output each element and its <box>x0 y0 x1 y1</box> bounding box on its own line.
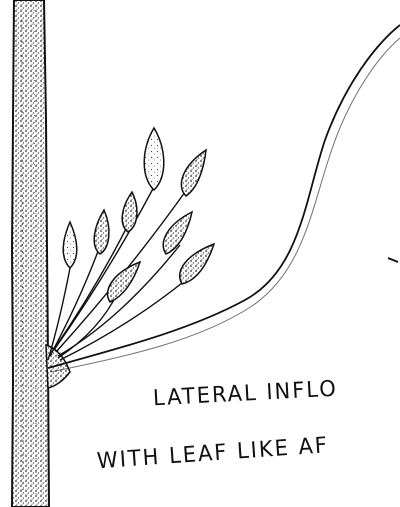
spikelet-icon <box>181 150 206 196</box>
spikelet-icon <box>122 192 137 232</box>
spikelet-icon <box>144 128 164 190</box>
spikelet-icon <box>180 244 214 284</box>
spikelet-icon <box>63 222 77 268</box>
stem-icon <box>12 0 49 507</box>
tick-mark-icon <box>388 258 398 262</box>
spikelet-icon <box>94 210 109 254</box>
